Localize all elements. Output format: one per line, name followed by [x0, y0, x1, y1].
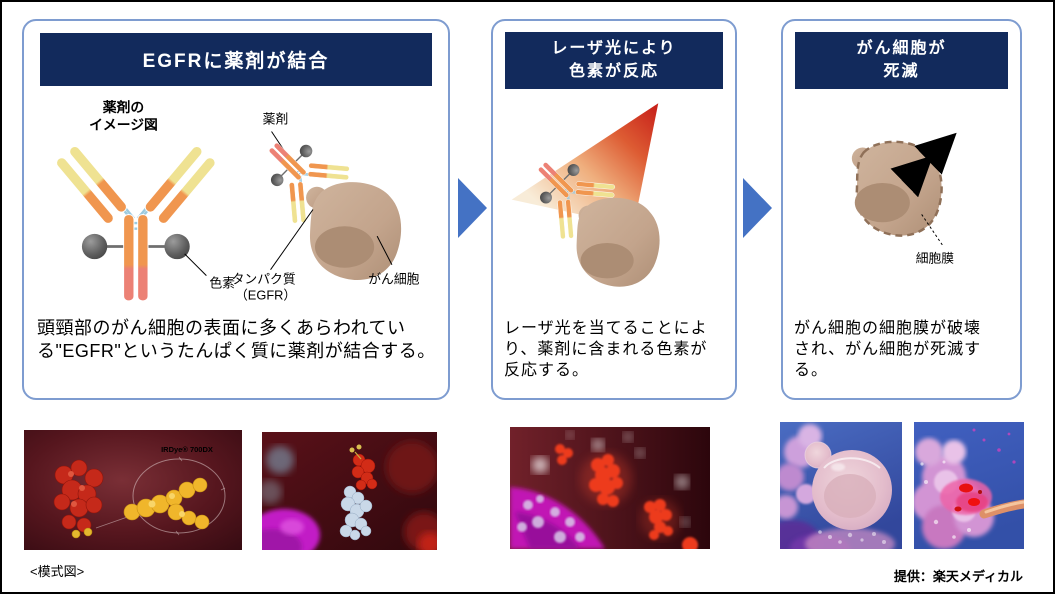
blurred-background-molecules [262, 441, 437, 550]
drug-diagram-caption-line1: 薬剤の [103, 99, 144, 115]
step3-title-line1: がん細胞が [856, 40, 947, 58]
large-swollen-sphere [812, 450, 892, 530]
photo1-background [24, 430, 242, 550]
cancer-cell-nucleus [580, 242, 634, 279]
step3-description-line1: がん細胞の細胞膜が破壊 [794, 320, 982, 337]
annotation-circle [132, 458, 226, 534]
step3-description-line3: る。 [794, 362, 829, 379]
panel-step2-laser: レーザ光により 色素が反応 レーザ光を当てることによ り、薬剤に含まれる色素が … [491, 19, 737, 400]
egfr-receptor-bump [578, 205, 599, 226]
membrane-label: 細胞膜 [916, 251, 955, 266]
membrane-pointer-line [921, 214, 943, 246]
flow-arrow-2 [743, 178, 772, 238]
white-glow-spots [532, 431, 690, 527]
cancer-cell-pointer-line [376, 235, 393, 265]
photo-cell-swelling [780, 422, 902, 549]
step2-description-line2: り、薬剤に含まれる色素が [504, 341, 708, 358]
blue-receptor-crystal [339, 485, 373, 541]
step2-description-line1: レーザ光を当てることによ [504, 320, 708, 337]
step2-description-line3: 反応する。 [504, 362, 590, 379]
photo-dye-reaction [510, 427, 710, 549]
pink-cell-mass [780, 424, 895, 549]
drug-label: 薬剤 [263, 112, 289, 127]
cancer-cell-nucleus [854, 182, 910, 223]
crystal-dots [920, 460, 971, 539]
step2-description: レーザ光を当てることによ り、薬剤に含まれる色素が 反応する。 [504, 318, 730, 381]
protein-label-line2: （EGFR） [235, 287, 296, 302]
surface-crystals [517, 495, 585, 543]
laser-beam [511, 103, 659, 227]
panel-step3-cell-death: がん細胞が 死滅 細胞膜 がん細胞の細胞膜が破壊 され、がん細胞が死滅す る。 [781, 19, 1022, 400]
glowing-red-molecules [555, 444, 698, 549]
photo-irdye-molecule: IRDye® 700DX [24, 430, 242, 550]
magenta-specks [972, 428, 1016, 464]
orange-tube [979, 499, 1024, 519]
step1-description-line2: る"EGFR"というたんぱく質に薬剤が結合する。 [37, 341, 436, 361]
dye-pointer-line [184, 253, 207, 276]
flow-arrow-1 [458, 178, 487, 238]
egfr-receptor-bump [306, 186, 328, 209]
panel-step1-binding: EGFRに薬剤が結合 薬剤の イメージ図 色素 薬剤 タンパク質 （EGFR） … [22, 19, 450, 400]
step3-title: がん細胞が 死滅 [795, 32, 1008, 89]
protein-label-line1: タンパク質 [232, 272, 296, 287]
step2-title-line2: 色素が反応 [568, 62, 659, 80]
schematic-caption: <模式図> [30, 564, 85, 579]
bubbles [818, 530, 886, 544]
cancer-cell-graphic [576, 197, 660, 287]
step1-title-text: EGFRに薬剤が結合 [142, 51, 330, 72]
red-lesion-spots [954, 483, 982, 512]
antibody-small-graphic [513, 137, 622, 246]
antibody-small-graphic [243, 117, 357, 231]
photo-antibody-binding [262, 432, 437, 550]
magenta-cell-surface [262, 509, 320, 550]
cancer-cell-body [309, 182, 402, 280]
protein-pointer-line [270, 209, 314, 270]
broken-membrane-cell-body [855, 140, 943, 237]
irdye-caption: IRDye® 700DX [161, 445, 213, 454]
drug-diagram-caption-line2: イメージ図 [89, 117, 158, 133]
step3-description-line2: され、がん細胞が死滅す [794, 341, 982, 358]
dying-cancer-cell-graphic [851, 140, 943, 237]
step1-description: 頭頸部のがん細胞の表面に多くあらわれてい る"EGFR"というたんぱく質に薬剤が… [37, 317, 441, 363]
photo-cell-destroyed [914, 422, 1024, 549]
yellow-dye-molecule [123, 477, 210, 530]
credit-text: 提供：楽天メディカル [893, 569, 1023, 584]
cancer-cell-nucleus [314, 226, 375, 268]
red-antibody-molecule [53, 459, 104, 539]
drug-pointer-line [271, 131, 288, 156]
rupture-arrow [890, 132, 957, 198]
ruptured-pink-cell [914, 438, 994, 549]
red-antibody-crystal [349, 444, 378, 491]
step1-title: EGFRに薬剤が結合 [40, 33, 432, 86]
step3-description: がん細胞の細胞膜が破壊 され、がん細胞が死滅す る。 [794, 318, 1020, 381]
cancer-cell-graphic [306, 182, 402, 280]
cancer-cell-body [576, 197, 660, 287]
step3-title-line2: 死滅 [883, 62, 920, 80]
step2-title: レーザ光により 色素が反応 [505, 32, 723, 89]
step1-description-line1: 頭頸部のがん細胞の表面に多くあらわれてい [37, 318, 406, 338]
cell-bleb [851, 147, 874, 170]
step2-title-line1: レーザ光により [551, 40, 677, 58]
antibody-large-graphic [53, 142, 219, 303]
cancer-cell-label: がん細胞 [368, 272, 419, 287]
dye-label: 色素 [209, 275, 235, 290]
